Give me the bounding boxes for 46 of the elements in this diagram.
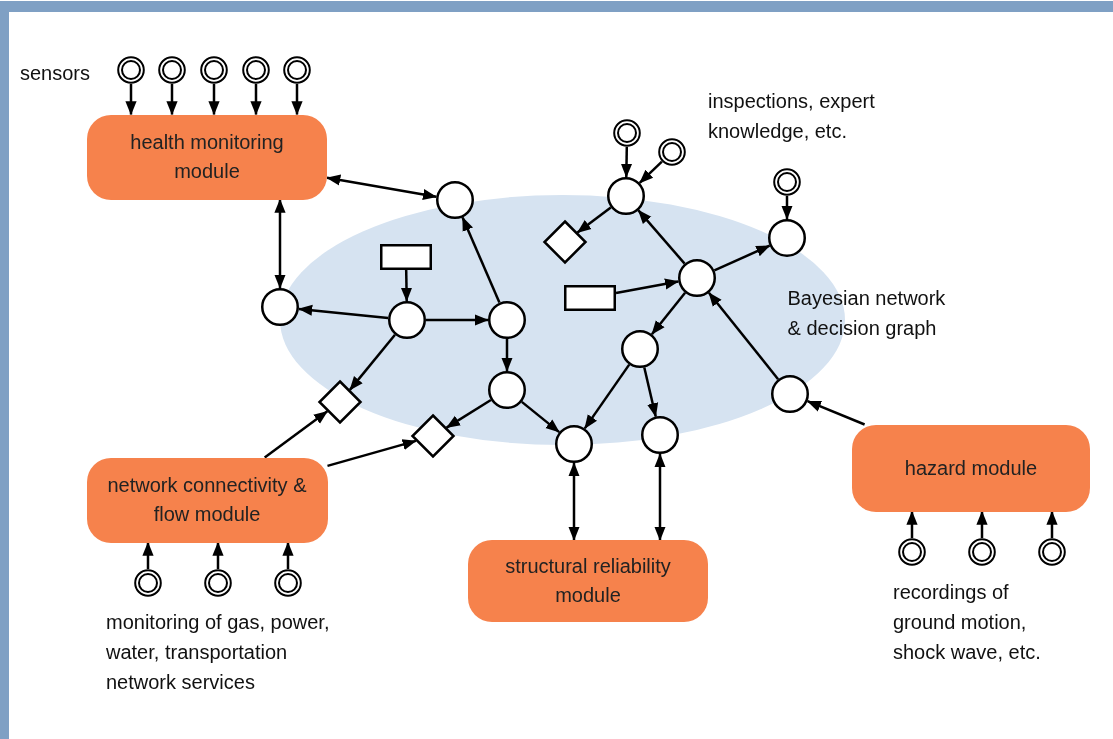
arrow	[654, 453, 666, 541]
arrow	[568, 462, 580, 541]
module-box: structural reliability module	[468, 540, 708, 622]
module-box: health monitoring module	[87, 114, 327, 200]
source-label: inspections, expert knowledge, etc.	[708, 89, 876, 144]
arrow	[643, 367, 659, 418]
arrow	[282, 541, 294, 569]
arrow	[142, 541, 154, 569]
arrow	[348, 333, 396, 391]
arrow	[400, 269, 413, 302]
arrow	[208, 84, 220, 116]
arrow	[707, 292, 780, 380]
arrow	[976, 510, 988, 538]
arrow	[326, 174, 437, 201]
arrow	[274, 198, 286, 289]
source-label: recordings of ground motion, shock wave, etc.	[893, 580, 1042, 665]
arrow	[461, 216, 501, 304]
arrow	[806, 400, 866, 426]
arrow	[576, 206, 612, 234]
arrow	[212, 541, 224, 569]
arrow	[298, 304, 389, 320]
arrow	[263, 410, 329, 459]
region-label: Bayesian network & decision graph	[787, 286, 947, 341]
arrow	[250, 84, 262, 116]
module-box: network connectivity & flow module	[86, 457, 328, 543]
arrow	[637, 209, 686, 265]
module-box: hazard module	[852, 424, 1090, 512]
arrow	[638, 160, 663, 184]
arrow	[781, 196, 793, 220]
arrow	[1046, 510, 1058, 538]
arrow	[620, 146, 633, 178]
arrow	[166, 84, 178, 116]
sensor-label: sensors	[20, 61, 92, 86]
arrow	[327, 439, 417, 468]
arrow	[713, 244, 771, 272]
source-label: monitoring of gas, power, water, transportation network services	[106, 610, 331, 695]
arrow	[521, 400, 560, 434]
arrow	[125, 84, 137, 116]
arrow	[501, 339, 513, 372]
arrow	[291, 84, 303, 116]
arrow	[445, 398, 492, 429]
arrow	[906, 510, 918, 538]
arrow	[426, 314, 489, 326]
arrow	[650, 292, 687, 335]
arrow	[583, 363, 631, 430]
arrow	[615, 278, 679, 295]
